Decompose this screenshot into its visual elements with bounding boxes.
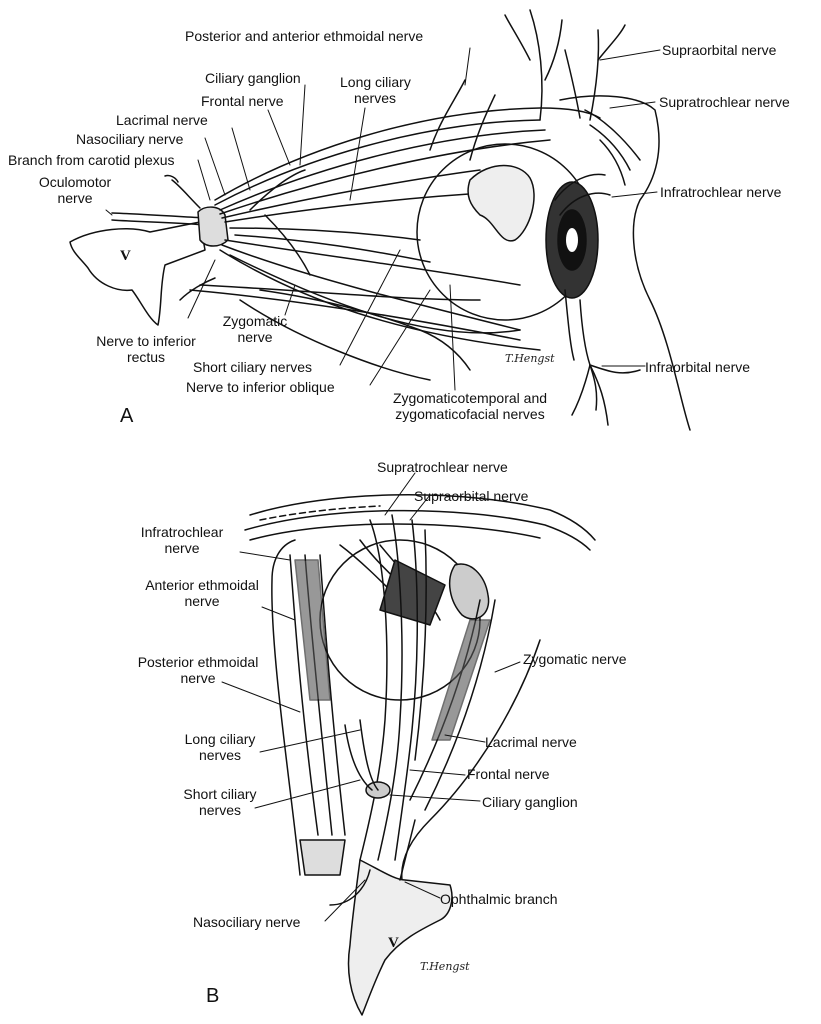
label-b-long-ciliary-line2: nerves	[170, 747, 270, 763]
panel-a-drawing	[70, 10, 690, 430]
label-a-zygomatic-line1: Zygomatic	[210, 313, 300, 329]
label-a-infratrochlear: Infratrochlear nerve	[660, 184, 781, 200]
label-a-long-ciliary-nerves: Long ciliary nerves	[340, 74, 410, 106]
label-a-zygomaticotemporal-line2: zygomaticofacial nerves	[370, 406, 570, 422]
label-a-infraorbital: Infraorbital nerve	[645, 359, 750, 375]
label-b-infratrochlear: Infratrochlear nerve	[127, 524, 237, 556]
label-a-long-ciliary-line2: nerves	[340, 90, 410, 106]
label-a-zygomatic-line2: nerve	[210, 329, 300, 345]
panel-a-letter: A	[120, 405, 133, 428]
label-b-short-ciliary-line1: Short ciliary	[170, 786, 270, 802]
label-b-infratrochlear-line2: nerve	[127, 540, 237, 556]
label-b-long-ciliary: Long ciliary nerves	[170, 731, 270, 763]
label-a-supraorbital: Supraorbital nerve	[662, 42, 776, 58]
label-b-long-ciliary-line1: Long ciliary	[170, 731, 270, 747]
label-a-zygomaticotemporal: Zygomaticotemporal and zygomaticofacial …	[370, 390, 570, 422]
label-a-ciliary-ganglion: Ciliary ganglion	[205, 70, 301, 86]
label-b-posterior-ethmoidal: Posterior ethmoidal nerve	[118, 654, 278, 686]
label-b-supraorbital: Supraorbital nerve	[414, 488, 528, 504]
label-a-oculomotor-nerve: Oculomotor nerve	[30, 174, 120, 206]
panel-a-artist-signature: T.Hengst	[505, 352, 555, 365]
label-b-anterior-ethmoidal-line2: nerve	[127, 593, 277, 609]
panel-b-letter: B	[206, 985, 219, 1008]
label-a-short-ciliary: Short ciliary nerves	[193, 359, 312, 375]
panel-b-leader-lines	[222, 473, 520, 921]
label-a-nasociliary: Nasociliary nerve	[76, 131, 183, 147]
label-b-anterior-ethmoidal-line1: Anterior ethmoidal	[127, 577, 277, 593]
panel-b-drawing	[245, 495, 595, 1015]
label-a-zygomatic-nerve: Zygomatic nerve	[210, 313, 300, 345]
label-b-posterior-ethmoidal-line1: Posterior ethmoidal	[118, 654, 278, 670]
label-b-short-ciliary: Short ciliary nerves	[170, 786, 270, 818]
panel-a-trigeminal-ganglion	[70, 222, 205, 325]
label-b-lacrimal: Lacrimal nerve	[485, 734, 577, 750]
label-b-ciliary-ganglion: Ciliary ganglion	[482, 794, 578, 810]
label-b-frontal: Frontal nerve	[467, 766, 549, 782]
label-a-oculomotor-line1: Oculomotor	[30, 174, 120, 190]
label-a-lacrimal: Lacrimal nerve	[116, 112, 208, 128]
panel-b-artist-signature: T.Hengst	[420, 960, 470, 973]
label-a-nerve-inferior-oblique: Nerve to inferior oblique	[186, 379, 335, 395]
label-b-posterior-ethmoidal-line2: nerve	[118, 670, 278, 686]
label-a-supratrochlear: Supratrochlear nerve	[659, 94, 790, 110]
panel-a-trigeminal-mark: V	[120, 248, 131, 265]
label-b-nasociliary: Nasociliary nerve	[193, 914, 300, 930]
label-b-supratrochlear: Supratrochlear nerve	[377, 459, 508, 475]
label-a-frontal: Frontal nerve	[201, 93, 283, 109]
label-b-infratrochlear-line1: Infratrochlear	[127, 524, 237, 540]
label-b-short-ciliary-line2: nerves	[170, 802, 270, 818]
label-a-inferior-rectus-line1: Nerve to inferior	[76, 333, 216, 349]
label-a-zygomaticotemporal-line1: Zygomaticotemporal and	[370, 390, 570, 406]
label-a-posterior-anterior-ethmoidal: Posterior and anterior ethmoidal nerve	[185, 28, 423, 44]
label-b-ophthalmic-branch: Ophthalmic branch	[440, 891, 558, 907]
label-a-oculomotor-line2: nerve	[30, 190, 120, 206]
label-a-long-ciliary-line1: Long ciliary	[340, 74, 410, 90]
panel-b-trigeminal-mark: V	[388, 935, 399, 952]
label-b-anterior-ethmoidal: Anterior ethmoidal nerve	[127, 577, 277, 609]
label-b-zygomatic: Zygomatic nerve	[523, 651, 626, 667]
label-a-carotid-branch: Branch from carotid plexus	[8, 152, 175, 168]
